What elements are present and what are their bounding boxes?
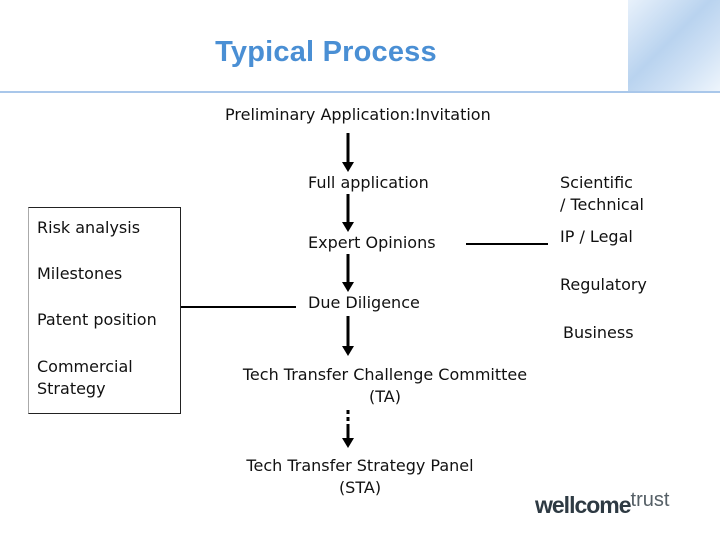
wellcome-trust-logo: wellcometrust: [535, 489, 670, 519]
node-challenge-committee: Tech Transfer Challenge Committee (TA): [215, 364, 555, 408]
node-due-diligence: Due Diligence: [308, 293, 420, 312]
opinion-business: Business: [563, 323, 634, 342]
node-expert-opinions: Expert Opinions: [308, 233, 436, 252]
criteria-patent-position: Patent position: [37, 310, 157, 329]
criteria-commercial: Commercial: [37, 357, 133, 376]
node-full-application: Full application: [308, 173, 429, 192]
opinion-scientific-line1: Scientific: [560, 173, 633, 192]
page-title: Typical Process: [215, 36, 437, 68]
arrowhead-diligence: [342, 282, 354, 292]
title-divider: [0, 91, 720, 93]
arrowhead-panel: [342, 438, 354, 448]
strategy-panel-abbrev: (STA): [338, 478, 382, 497]
opinion-scientific: Scientific / Technical: [560, 172, 644, 216]
criteria-strategy: Strategy: [37, 379, 106, 398]
opinion-regulatory: Regulatory: [560, 275, 647, 294]
header-photo: [628, 0, 720, 92]
logo-wordmark: wellcome: [535, 492, 632, 518]
criteria-risk-analysis: Risk analysis: [37, 218, 141, 237]
strategy-panel-name: Tech Transfer Strategy Panel: [246, 456, 474, 475]
node-strategy-panel: Tech Transfer Strategy Panel (STA): [210, 455, 510, 499]
opinion-scientific-line2: / Technical: [560, 195, 644, 214]
challenge-committee-abbrev: (TA): [369, 387, 401, 406]
arrowhead-expert: [342, 222, 354, 232]
logo-suffix: trust: [630, 489, 670, 511]
node-preliminary-application: Preliminary Application:Invitation: [225, 105, 491, 124]
arrowhead-committee: [342, 346, 354, 356]
risk-criteria-box: Risk analysis Milestones Patent position…: [28, 207, 181, 414]
opinion-ip-legal: IP / Legal: [560, 227, 633, 246]
challenge-committee-name: Tech Transfer Challenge Committee: [242, 365, 528, 384]
criteria-milestones: Milestones: [37, 264, 123, 283]
arrowhead-full: [342, 162, 354, 172]
